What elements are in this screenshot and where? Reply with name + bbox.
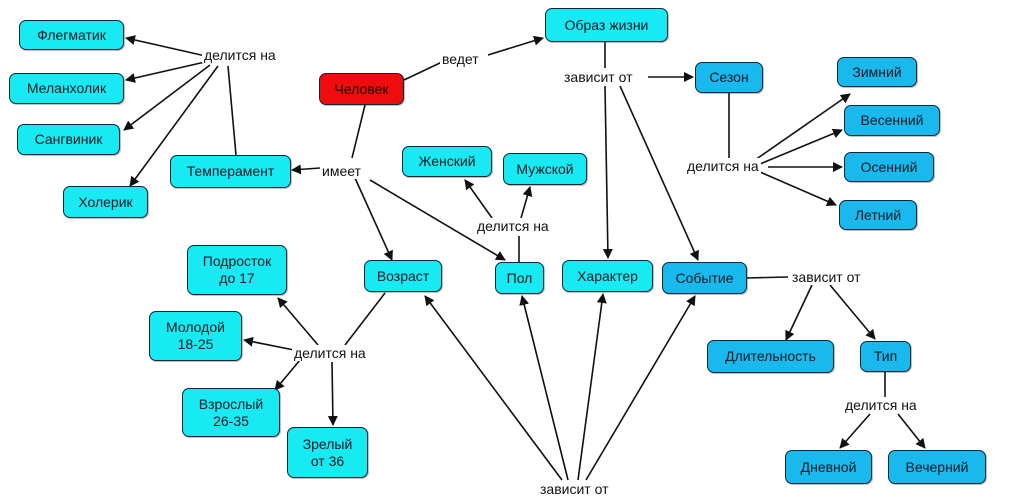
connector-line [759,171,837,207]
node-vozrast[interactable]: Возраст [364,260,442,292]
connector-line [369,179,506,261]
connector-line [754,93,851,161]
node-sezon[interactable]: Сезон [695,62,763,93]
label-delitsya-tip: делится на [843,397,919,413]
node-sangvinik[interactable]: Сангвиник [17,124,120,155]
connector-line [519,295,569,481]
label-zavisit-sobytie: зависит от [790,269,863,285]
connector-line [123,64,211,131]
node-podrostok[interactable]: Подросток до 17 [187,245,287,295]
connector-line [759,128,843,165]
node-zimniy[interactable]: Зимний [837,57,917,87]
node-dlitelnost[interactable]: Длительность [707,340,834,373]
node-chelovek[interactable]: Человек [319,73,404,105]
connector-line [344,292,386,346]
node-harakter[interactable]: Характер [562,260,653,292]
node-vecherniy[interactable]: Вечерний [888,450,986,484]
connector-line [585,295,696,481]
label-delitsya-vozrast: делится на [292,345,368,361]
connector-line [125,35,211,58]
connector-line [746,276,789,279]
connector-line [619,85,699,261]
connector-line [520,186,533,219]
connector-line [351,104,366,159]
connector-line [243,336,295,351]
connector-line [277,297,319,346]
connector-line [839,413,871,449]
label-zavisit-bottom: зависит от [538,481,611,497]
label-delitsya-temperament: делится на [202,47,278,63]
connector-line [354,177,393,261]
node-obraz-zhizni[interactable]: Образ жизни [545,8,668,42]
connector-line [129,65,219,187]
node-molodoy[interactable]: Молодой 18-25 [149,311,242,361]
connector-line [424,295,563,481]
node-pol[interactable]: Пол [495,262,544,294]
node-letniy[interactable]: Летний [839,200,917,230]
node-melanholik[interactable]: Меланхолик [9,73,124,104]
connector-line [487,35,544,56]
node-holerik[interactable]: Холерик [63,186,148,218]
connector-line [577,293,607,481]
node-temperament[interactable]: Темперамент [170,155,291,188]
node-flegmatik[interactable]: Флегматик [19,20,124,50]
node-vzrosly[interactable]: Взрослый 26-35 [182,388,280,437]
node-tip[interactable]: Тип [860,341,911,372]
label-vedet: ведет [440,51,481,67]
node-sobytie[interactable]: Событие [662,262,747,294]
connector-line [125,61,206,83]
connector-line [785,284,813,341]
connector-line [403,61,443,81]
connector-line [227,65,237,156]
label-imeet: имеет [320,163,363,179]
node-zrely[interactable]: Зрелый от 36 [287,427,368,478]
connector-line [274,359,301,391]
connector-line [829,284,876,340]
node-dnevnoy[interactable]: Дневной [785,450,872,484]
node-osenniy[interactable]: Осенний [844,152,934,182]
label-delitsya-pol: делится на [475,218,551,234]
node-zhenskiy[interactable]: Женский [402,146,492,177]
node-vesenniy[interactable]: Весенний [844,105,940,136]
connector-line [602,85,613,259]
connector-line [464,179,493,219]
node-muzhskoy[interactable]: Мужской [503,153,587,185]
connector-line [327,361,338,426]
label-zavisit-obraz: зависит от [562,69,635,85]
connector-line [897,413,926,449]
connector-line [291,164,321,175]
label-delitsya-sezon: делится на [685,158,761,174]
